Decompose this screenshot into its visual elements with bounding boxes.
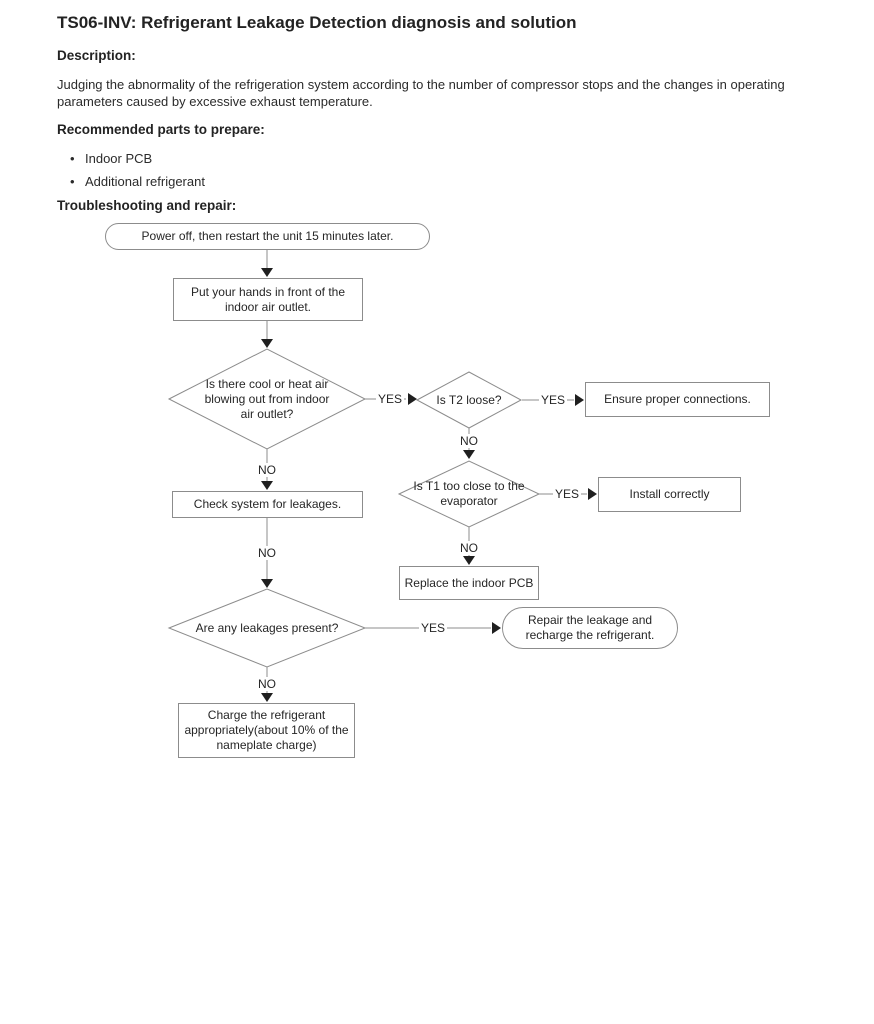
arrow-down-icon xyxy=(261,579,273,588)
part-name: Indoor PCB xyxy=(85,151,153,166)
list-item: • Additional refrigerant xyxy=(70,174,205,189)
list-item: • Indoor PCB xyxy=(70,151,152,166)
edge-label-yes: YES xyxy=(375,392,405,406)
arrow-right-icon xyxy=(575,394,584,406)
arrow-right-icon xyxy=(408,393,417,405)
description-heading: Description: xyxy=(57,48,136,63)
arrow-down-icon xyxy=(261,268,273,277)
node-replace-pcb: Replace the indoor PCB xyxy=(399,566,539,600)
part-name: Additional refrigerant xyxy=(85,174,205,189)
node-charge-refrigerant: Charge the refrigerant appropriately(abo… xyxy=(178,703,355,758)
node-check-leakages: Check system for leakages. xyxy=(172,491,363,518)
arrow-down-icon xyxy=(261,339,273,348)
parts-heading: Recommended parts to prepare: xyxy=(57,122,265,137)
arrow-down-icon xyxy=(261,481,273,490)
node-decision-t1-label: Is T1 too close to the evaporator xyxy=(413,479,525,508)
description-body: Judging the abnormality of the refrigera… xyxy=(57,77,785,109)
edge-label-yes: YES xyxy=(538,393,568,407)
arrow-down-icon xyxy=(463,556,475,565)
edge-label-no: NO xyxy=(458,434,480,448)
bullet-icon: • xyxy=(70,174,75,189)
edge-label-yes: YES xyxy=(552,487,582,501)
node-repair-terminal: Repair the leakage and recharge the refr… xyxy=(502,607,678,649)
edge-label-no: NO xyxy=(256,546,278,560)
arrow-down-icon xyxy=(261,693,273,702)
node-ensure-connections: Ensure proper connections. xyxy=(585,382,770,417)
bullet-icon: • xyxy=(70,151,75,166)
page-title: TS06-INV: Refrigerant Leakage Detection … xyxy=(57,13,577,32)
node-decision-t2-label: Is T2 loose? xyxy=(436,392,502,407)
arrow-right-icon xyxy=(492,622,501,634)
node-start-terminal: Power off, then restart the unit 15 minu… xyxy=(105,223,430,250)
edge-label-yes: YES xyxy=(418,621,448,635)
troubleshooting-heading: Troubleshooting and repair: xyxy=(57,198,237,213)
node-decision-leakage-label: Are any leakages present? xyxy=(195,620,339,635)
arrow-right-icon xyxy=(588,488,597,500)
edge-label-no: NO xyxy=(256,463,278,477)
node-process-hands: Put your hands in front of the indoor ai… xyxy=(173,278,363,321)
arrow-down-icon xyxy=(463,450,475,459)
edge-label-no: NO xyxy=(458,541,480,555)
node-install-correctly: Install correctly xyxy=(598,477,741,512)
edge-label-no: NO xyxy=(256,677,278,691)
node-decision-airflow-label: Is there cool or heat air blowing out fr… xyxy=(204,376,330,421)
